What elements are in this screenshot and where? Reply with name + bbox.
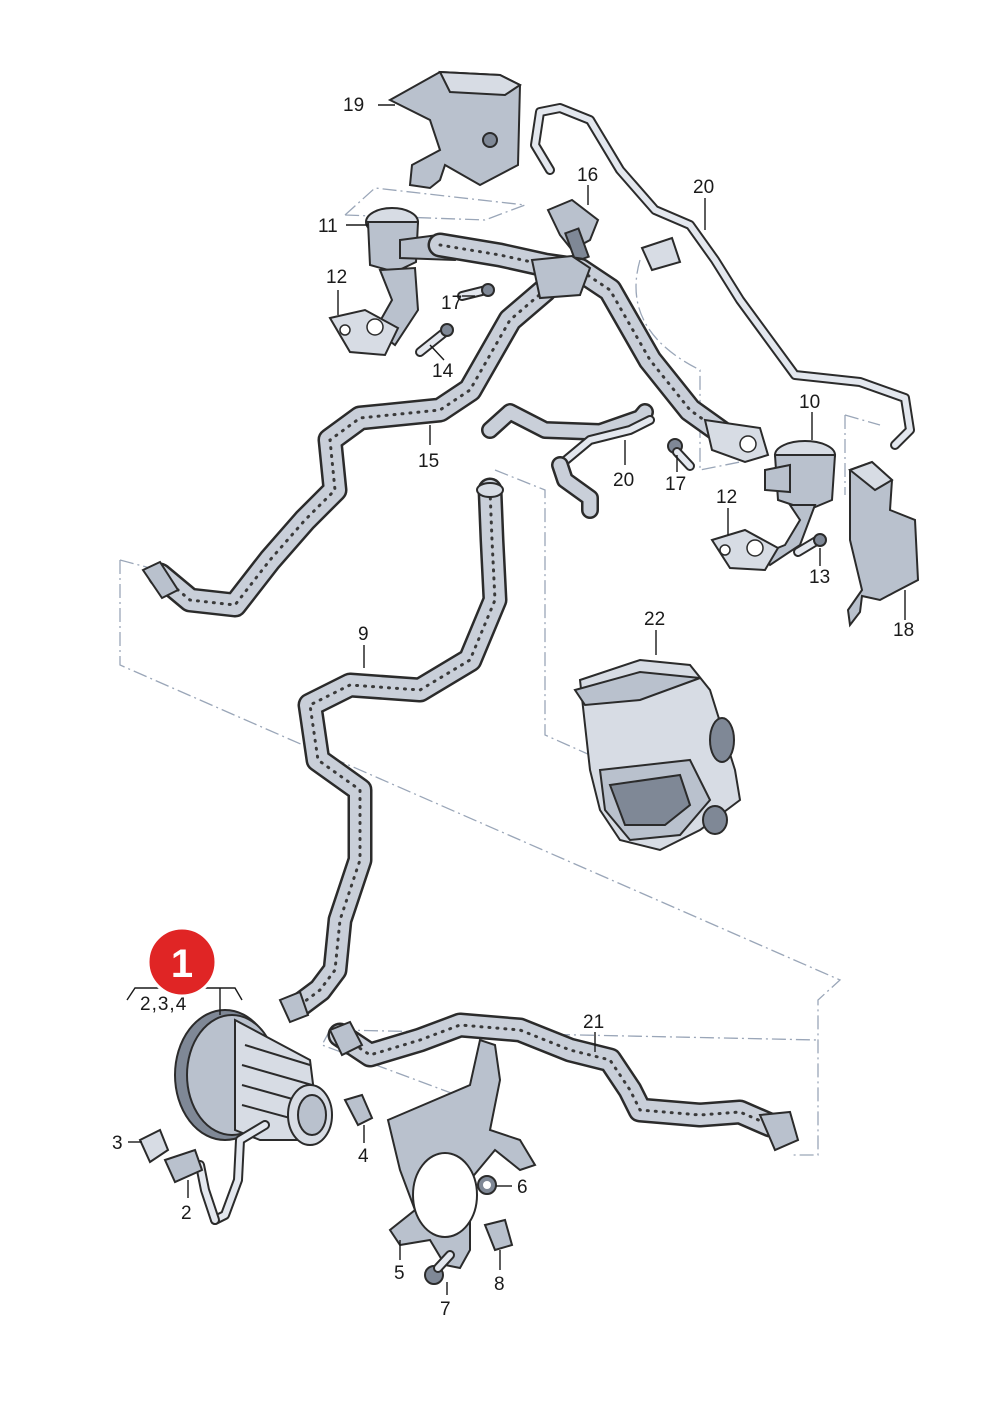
callout-13: 13	[809, 567, 830, 588]
bolt-14[interactable]	[415, 323, 454, 357]
bolt-17-upper[interactable]	[457, 283, 495, 301]
callout-20-lower: 20	[613, 470, 634, 491]
callout-15: 15	[418, 451, 439, 472]
gasket-upper[interactable]	[328, 308, 400, 357]
hose-9[interactable]	[278, 477, 508, 1024]
heat-shield-right[interactable]	[846, 460, 920, 628]
air-pipe-upper[interactable]	[530, 103, 915, 450]
secondary-air-pump[interactable]	[174, 1009, 333, 1225]
callout-16: 16	[577, 165, 598, 186]
leader-lines	[126, 104, 906, 1295]
callout-17-lower: 17	[665, 474, 686, 495]
callout-8: 8	[494, 1274, 505, 1295]
callout-3: 3	[112, 1133, 123, 1154]
callout-4: 4	[358, 1146, 369, 1167]
air-box-cover[interactable]	[573, 658, 742, 852]
callout-11: 11	[318, 216, 338, 237]
callout-2: 2	[181, 1203, 192, 1224]
callout-6: 6	[517, 1177, 528, 1198]
callout-9: 9	[358, 624, 369, 645]
hose-21[interactable]	[327, 1012, 800, 1152]
callout-20-upper: 20	[693, 177, 714, 198]
bolt-17-lower[interactable]	[667, 438, 695, 471]
callout-2-3-4: 2,3,4	[140, 994, 187, 1015]
callout-12-upper: 12	[326, 267, 347, 288]
bolt-7[interactable]	[424, 1250, 455, 1285]
retaining-clip[interactable]	[138, 1128, 170, 1164]
bolt-13[interactable]	[793, 533, 827, 557]
gasket-lower[interactable]	[710, 528, 780, 572]
callout-17-upper: 17	[441, 293, 462, 314]
nut[interactable]	[477, 1175, 497, 1195]
check-fitting[interactable]	[343, 1093, 374, 1127]
callout-22: 22	[644, 609, 665, 630]
highlight-marker-label: 1	[171, 942, 193, 986]
highlight-marker[interactable]: 1	[146, 926, 218, 998]
callout-19: 19	[343, 95, 364, 116]
callout-5: 5	[394, 1263, 405, 1284]
callout-18: 18	[893, 620, 914, 641]
connector-plug[interactable]	[163, 1148, 204, 1184]
assembly-ghost-lines	[119, 187, 881, 1156]
callout-10: 10	[799, 392, 820, 413]
heat-shield-top[interactable]	[387, 70, 522, 190]
callout-21: 21	[583, 1012, 604, 1033]
pump-bracket[interactable]	[386, 1038, 537, 1270]
callout-12-lower: 12	[716, 487, 737, 508]
callout-labels: 19 16 20 11 12 17 14 15 10 20 17 12 13 1…	[112, 95, 914, 1320]
hose-15[interactable]	[141, 232, 770, 618]
callout-7: 7	[440, 1299, 451, 1320]
callout-14: 14	[432, 361, 454, 382]
bracket-clip[interactable]	[483, 1218, 514, 1252]
air-pipe-lower[interactable]	[481, 403, 655, 519]
pressure-sensor[interactable]	[546, 198, 600, 263]
